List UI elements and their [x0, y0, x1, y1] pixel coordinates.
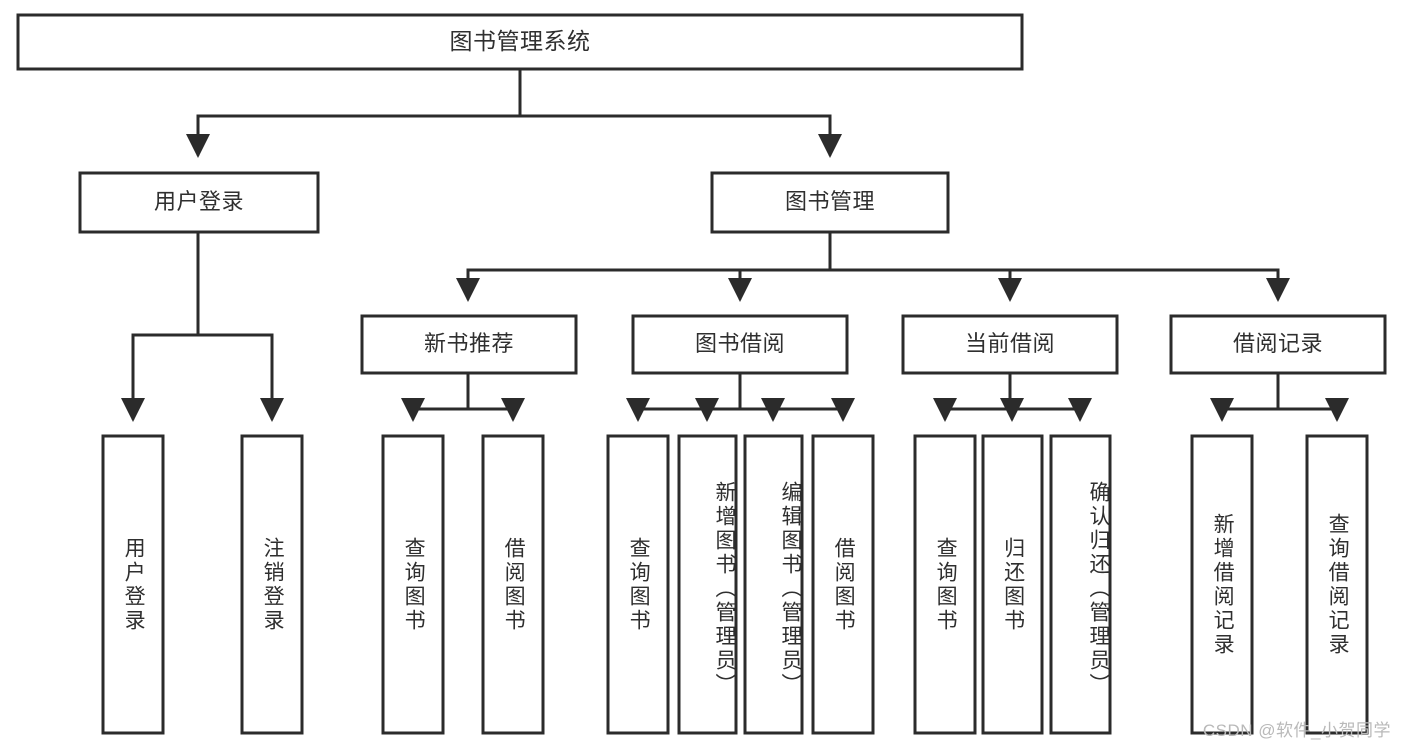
node-book-borrow-box[interactable] [631, 314, 849, 375]
leaf-box-current-borrow-1[interactable] [913, 434, 977, 735]
leaf-box-book-borrow-1[interactable] [606, 434, 670, 735]
leaf-box-current-borrow-2[interactable] [981, 434, 1044, 735]
leaf-box-current-borrow-3[interactable] [1049, 434, 1112, 735]
node-new-book-box[interactable] [360, 314, 578, 375]
csdn-watermark: CSDN @软件_小贺同学 [1202, 721, 1391, 740]
leaf-box-new-book-2[interactable] [481, 434, 545, 735]
leaf-box-book-borrow-3[interactable] [743, 434, 804, 735]
node-root-box[interactable] [16, 13, 1024, 71]
node-user-login-box[interactable] [78, 171, 320, 234]
leaf-box-borrow-record-2[interactable] [1305, 434, 1369, 735]
leaf-box-book-borrow-4[interactable] [811, 434, 875, 735]
leaf-box-user-login-1[interactable] [101, 434, 165, 735]
leaf-box-borrow-record-1[interactable] [1190, 434, 1254, 735]
leaf-box-new-book-1[interactable] [381, 434, 445, 735]
node-book-manage-box[interactable] [710, 171, 950, 234]
node-current-borrow-box[interactable] [901, 314, 1119, 375]
node-borrow-record-box[interactable] [1169, 314, 1387, 375]
leaf-box-book-borrow-2[interactable] [677, 434, 738, 735]
leaf-box-user-login-2[interactable] [240, 434, 304, 735]
